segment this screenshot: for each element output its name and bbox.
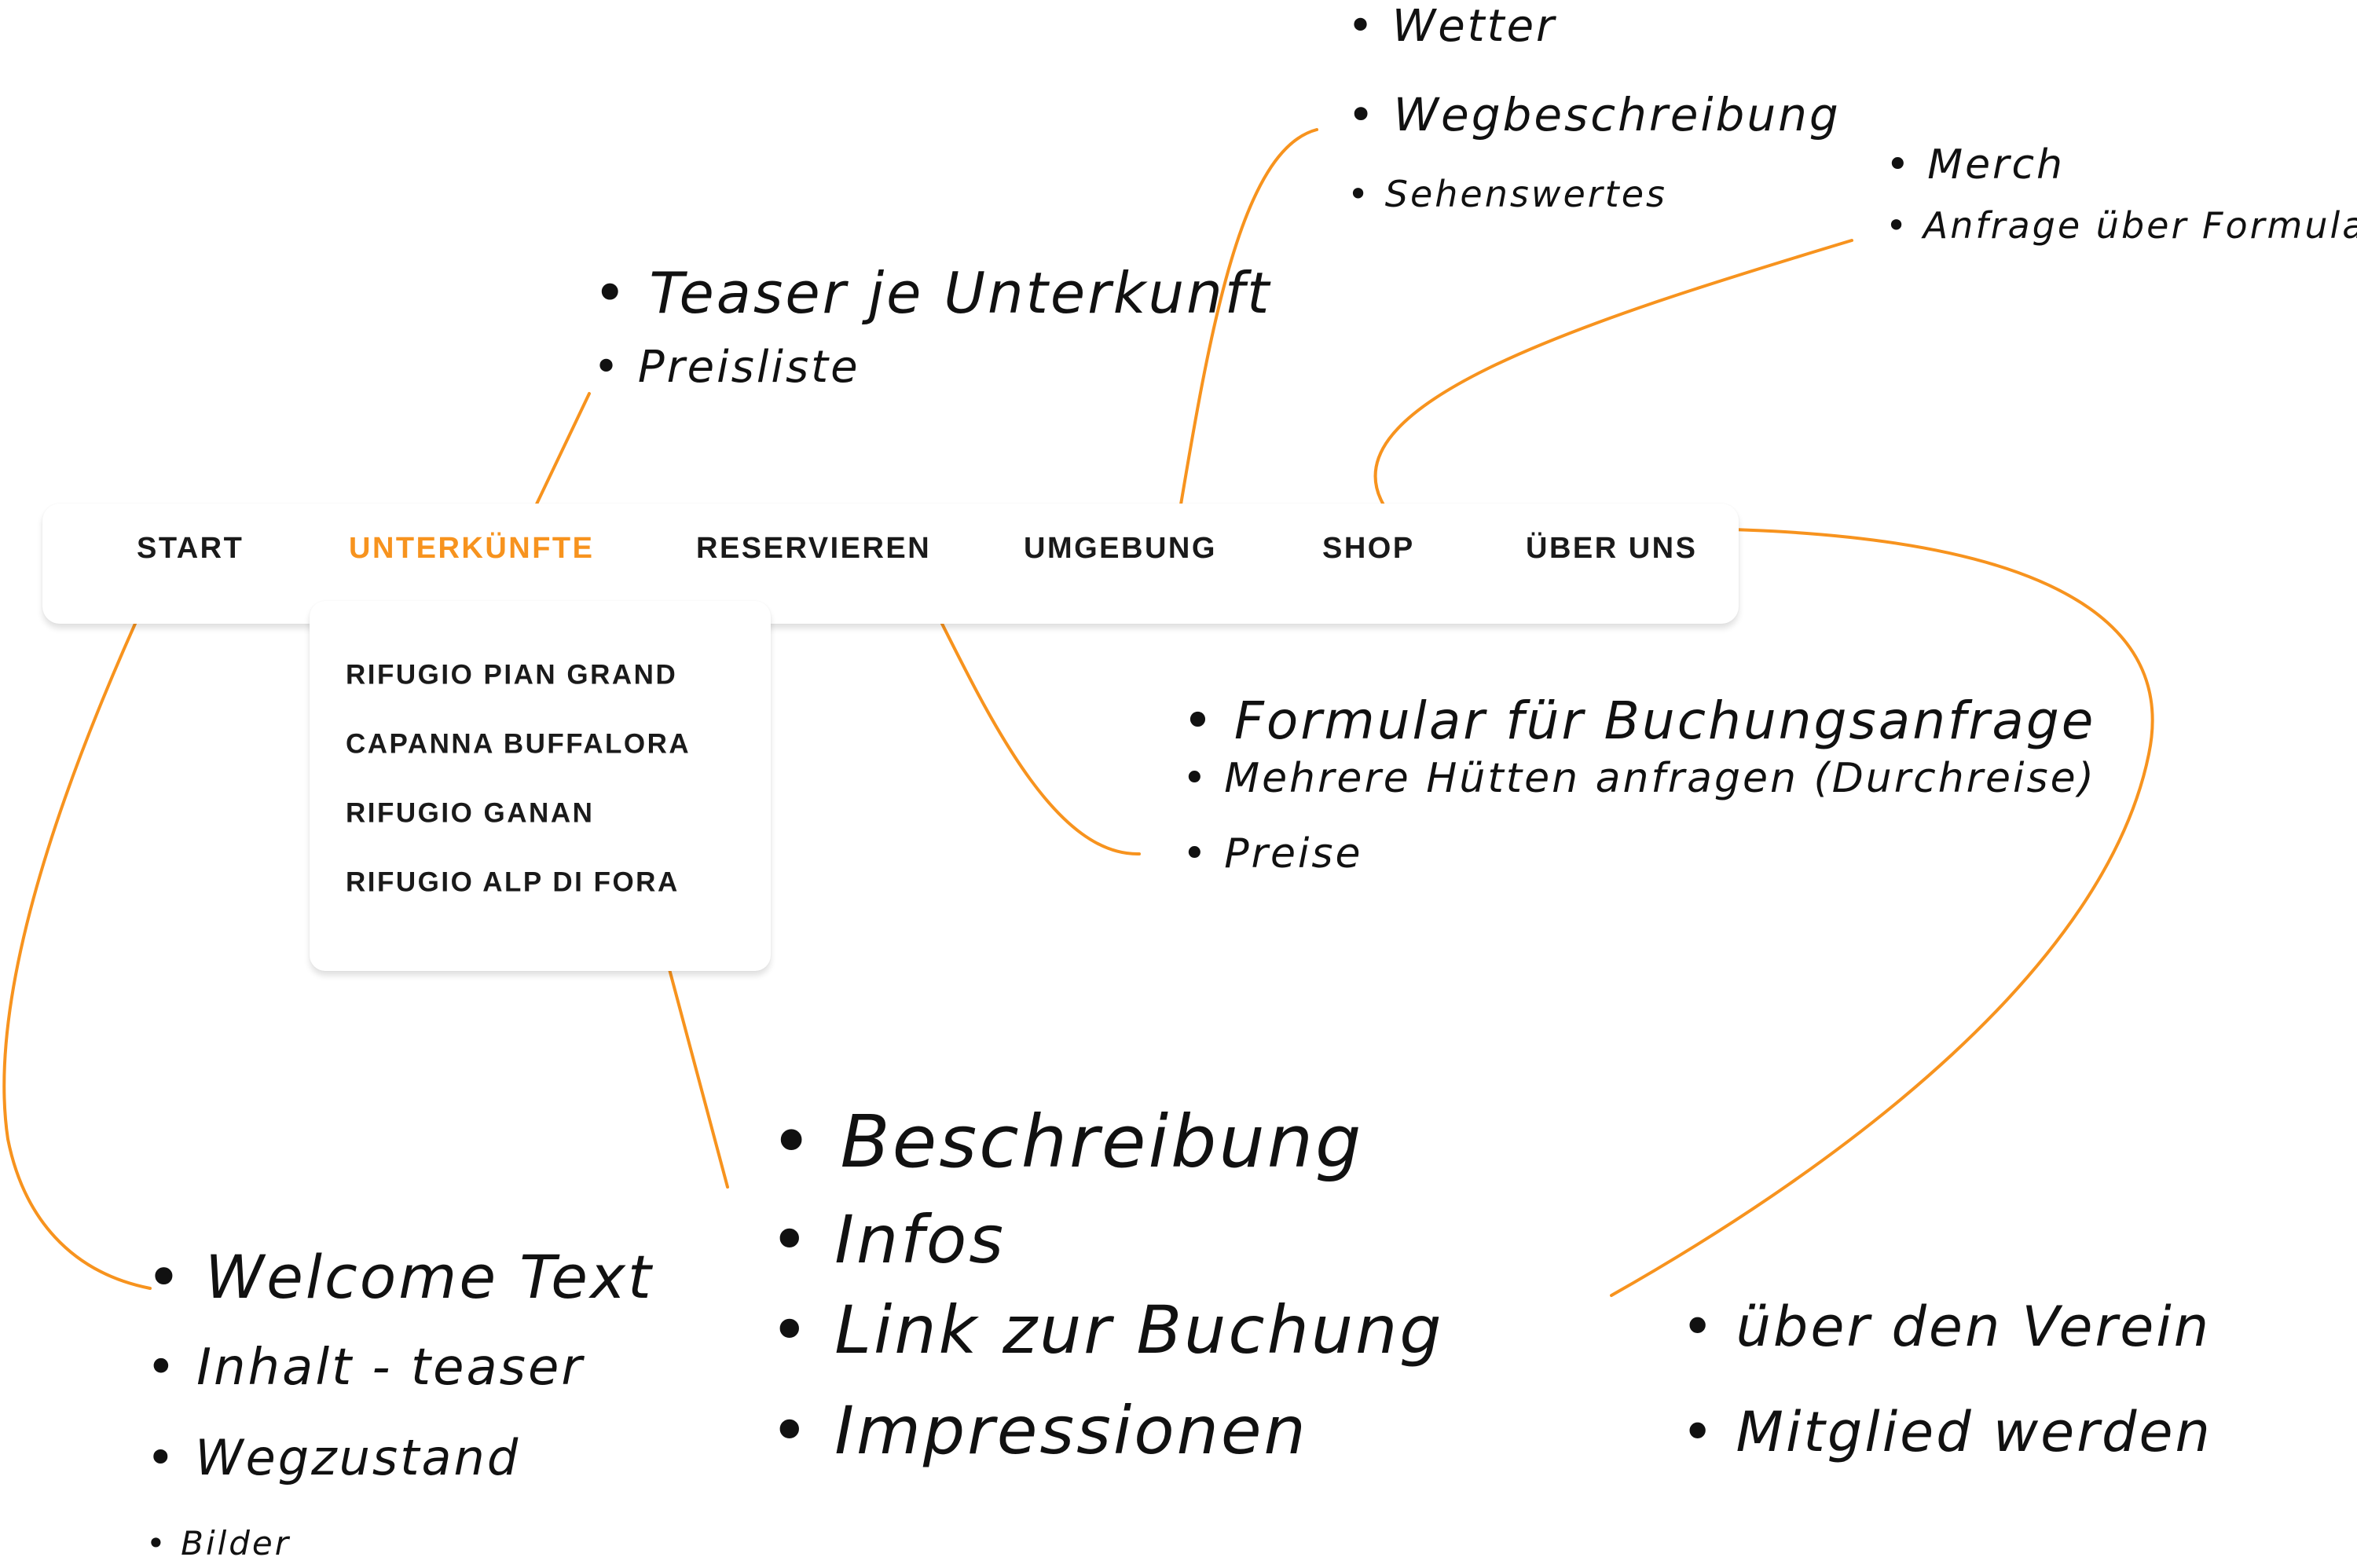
note-shop: Merch	[1886, 145, 2065, 185]
note-ueber-uns: Mitglied werden	[1681, 1405, 2212, 1460]
note-reservieren: Preise	[1182, 833, 1362, 874]
connector-unterkuenfte	[532, 392, 591, 512]
dropdown-item[interactable]: RIFUGIO PIAN GRAND	[346, 659, 678, 691]
note-start: Wegzustand	[146, 1434, 520, 1482]
note-start: Bilder	[146, 1527, 291, 1560]
connector-start	[2, 589, 152, 1290]
unterkuenfte-dropdown	[310, 601, 771, 971]
connector-ueber-uns	[1610, 527, 2154, 1297]
note-start: Inhalt - teaser	[146, 1343, 585, 1393]
nav-unterkuenfte[interactable]: UNTERKÜNFTE	[349, 532, 595, 565]
nav-ueber-uns[interactable]: ÜBER UNS	[1526, 532, 1698, 565]
note-unterkunft-detail: Infos	[770, 1207, 1006, 1273]
note-start: Welcome Text	[146, 1247, 654, 1307]
note-unterkunft-detail: Link zur Buchung	[770, 1297, 1444, 1363]
nav-umgebung[interactable]: UMGEBUNG	[1024, 532, 1217, 565]
note-umgebung: Sehenswertes	[1347, 176, 1667, 212]
nav-start[interactable]: START	[137, 532, 244, 565]
dropdown-item[interactable]: RIFUGIO ALP DI FORA	[346, 866, 680, 898]
note-umgebung: Wegbeschreibung	[1347, 92, 1841, 137]
dropdown-item[interactable]: CAPANNA BUFFALORA	[346, 728, 691, 760]
connector-shop	[1373, 239, 1853, 517]
dropdown-item[interactable]: RIFUGIO GANAN	[346, 797, 595, 829]
note-unterkuenfte: Teaser je Unterkunft	[593, 265, 1271, 321]
note-umgebung: Wetter	[1347, 5, 1556, 49]
note-shop: Anfrage über Formular	[1886, 207, 2357, 244]
nav-shop[interactable]: SHOP	[1322, 532, 1415, 565]
note-ueber-uns: über den Verein	[1681, 1299, 2211, 1354]
note-reservieren: Formular für Buchungsanfrage	[1182, 695, 2095, 747]
note-unterkunft-detail: Beschreibung	[770, 1106, 1363, 1178]
note-reservieren: Mehrere Hütten anfragen (Durchreise)	[1182, 758, 2096, 799]
note-unterkunft-detail: Impressionen	[770, 1398, 1308, 1464]
nav-reservieren[interactable]: RESERVIEREN	[696, 532, 932, 565]
note-unterkuenfte: Preisliste	[593, 346, 860, 390]
